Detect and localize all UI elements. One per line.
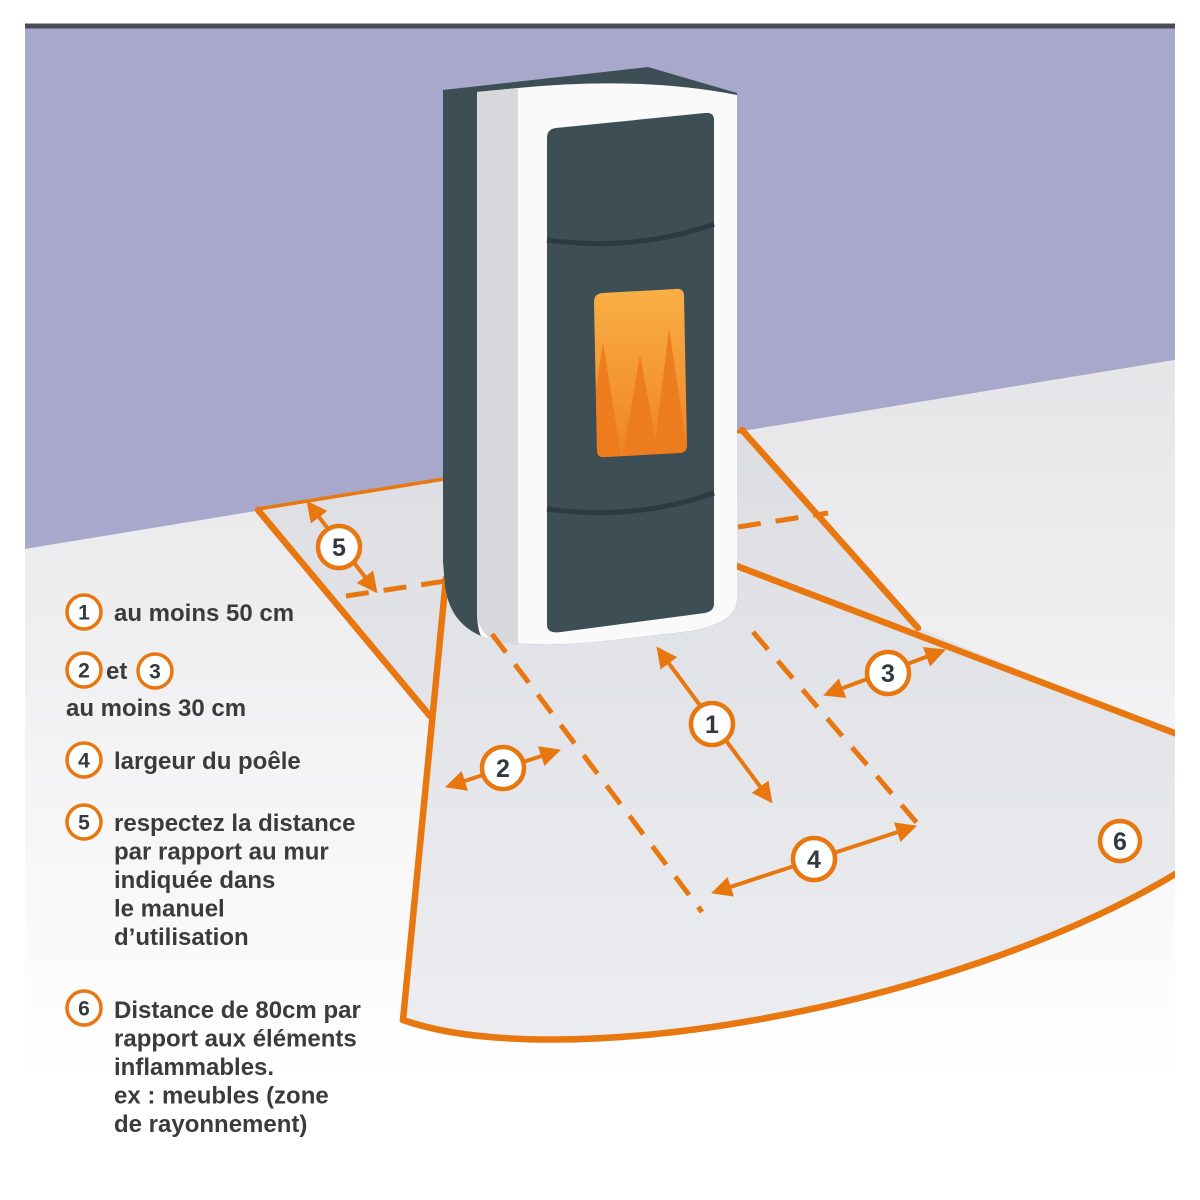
legend-badge-2 (65, 651, 103, 689)
diagram-markers: 1 2 3 4 5 6 (315, 523, 1143, 883)
legend-item-5: 5 respectez la distance par rapport au m… (65, 803, 355, 951)
legend-badge-5-number: 5 (78, 812, 90, 835)
pellet-stove (443, 67, 737, 645)
legend-item-1-label: au moins 50 cm (114, 600, 294, 627)
marker-6-number: 6 (1113, 828, 1127, 856)
zone3-cap-line (738, 426, 922, 632)
legend-conjunction: et (106, 658, 127, 685)
legend-item-2-3: 2 et 3 au moins 30 cm (65, 651, 246, 722)
marker-1-number: 1 (705, 711, 719, 739)
zone5-dashed-line (345, 578, 447, 599)
stove-seam-upper (546, 221, 715, 247)
marker-1: 1 (688, 700, 736, 748)
marker-6: 6 (1097, 818, 1143, 864)
legend: 1 au moins 50 cm 2 et 3 au moins 30 cm 4… (65, 593, 361, 1138)
legend-item-4-label: largeur du poêle (114, 748, 301, 775)
zone3-dashed-line (737, 510, 829, 530)
stove-side-strip (477, 88, 518, 645)
legend-item-5-line-4: le manuel (114, 896, 225, 923)
stove-footprint-left-dashed (490, 632, 704, 914)
page-margin-top (0, 0, 1200, 24)
stove-seam-lower (546, 490, 715, 516)
legend-item-1: 1 au moins 50 cm (65, 593, 294, 631)
page-margin-right (1175, 0, 1200, 1200)
radiation-zone-right-line (696, 548, 1181, 738)
wall-top-edge-line (25, 23, 1175, 29)
marker-2-number: 2 (496, 755, 510, 783)
marker-5-number: 5 (332, 534, 346, 562)
page-margin-left (0, 0, 25, 1200)
radiation-zone-left-line (399, 574, 450, 1024)
legend-badge-1-number: 1 (78, 602, 90, 625)
legend-badge-3-number: 3 (149, 661, 161, 684)
marker-3-number: 3 (881, 660, 895, 688)
legend-badge-1 (65, 593, 103, 631)
legend-badge-5 (65, 803, 103, 841)
legend-badge-6-number: 6 (78, 998, 90, 1021)
legend-item-6-line-5: de rayonnement) (114, 1111, 307, 1138)
marker-2: 2 (479, 744, 527, 792)
legend-item-5-line-2: par rapport au mur (114, 839, 329, 866)
legend-item-5-line-5: d’utilisation (114, 924, 249, 951)
zone5-cap-line (254, 506, 434, 720)
legend-item-6-line-4: ex : meubles (zone (114, 1083, 329, 1110)
marker-5: 5 (315, 523, 363, 571)
marker-3: 3 (864, 649, 912, 697)
stove-footprint-right-dashed (751, 630, 925, 832)
legend-badge-4-number: 4 (78, 750, 90, 773)
legend-item-5-line-3: indiquée dans (114, 867, 275, 894)
legend-badge-3 (136, 652, 174, 690)
marker-4-number: 4 (807, 846, 821, 874)
legend-item-4: 4 largeur du poêle (65, 741, 301, 779)
legend-item-6: 6 Distance de 80cm par rapport aux éléme… (65, 989, 361, 1138)
legend-item-5-line-1: respectez la distance (114, 810, 355, 837)
legend-badge-4 (65, 741, 103, 779)
radiation-zone-arc (399, 869, 1181, 1043)
legend-item-6-line-2: rapport aux éléments (114, 1026, 357, 1053)
marker-4: 4 (790, 835, 838, 883)
legend-item-6-line-3: inflammables. (114, 1054, 274, 1081)
legend-badge-2-number: 2 (78, 660, 90, 683)
legend-item-2-3-label: au moins 30 cm (66, 695, 246, 722)
legend-item-6-line-1: Distance de 80cm par (114, 997, 361, 1024)
legend-badge-6 (65, 989, 103, 1027)
